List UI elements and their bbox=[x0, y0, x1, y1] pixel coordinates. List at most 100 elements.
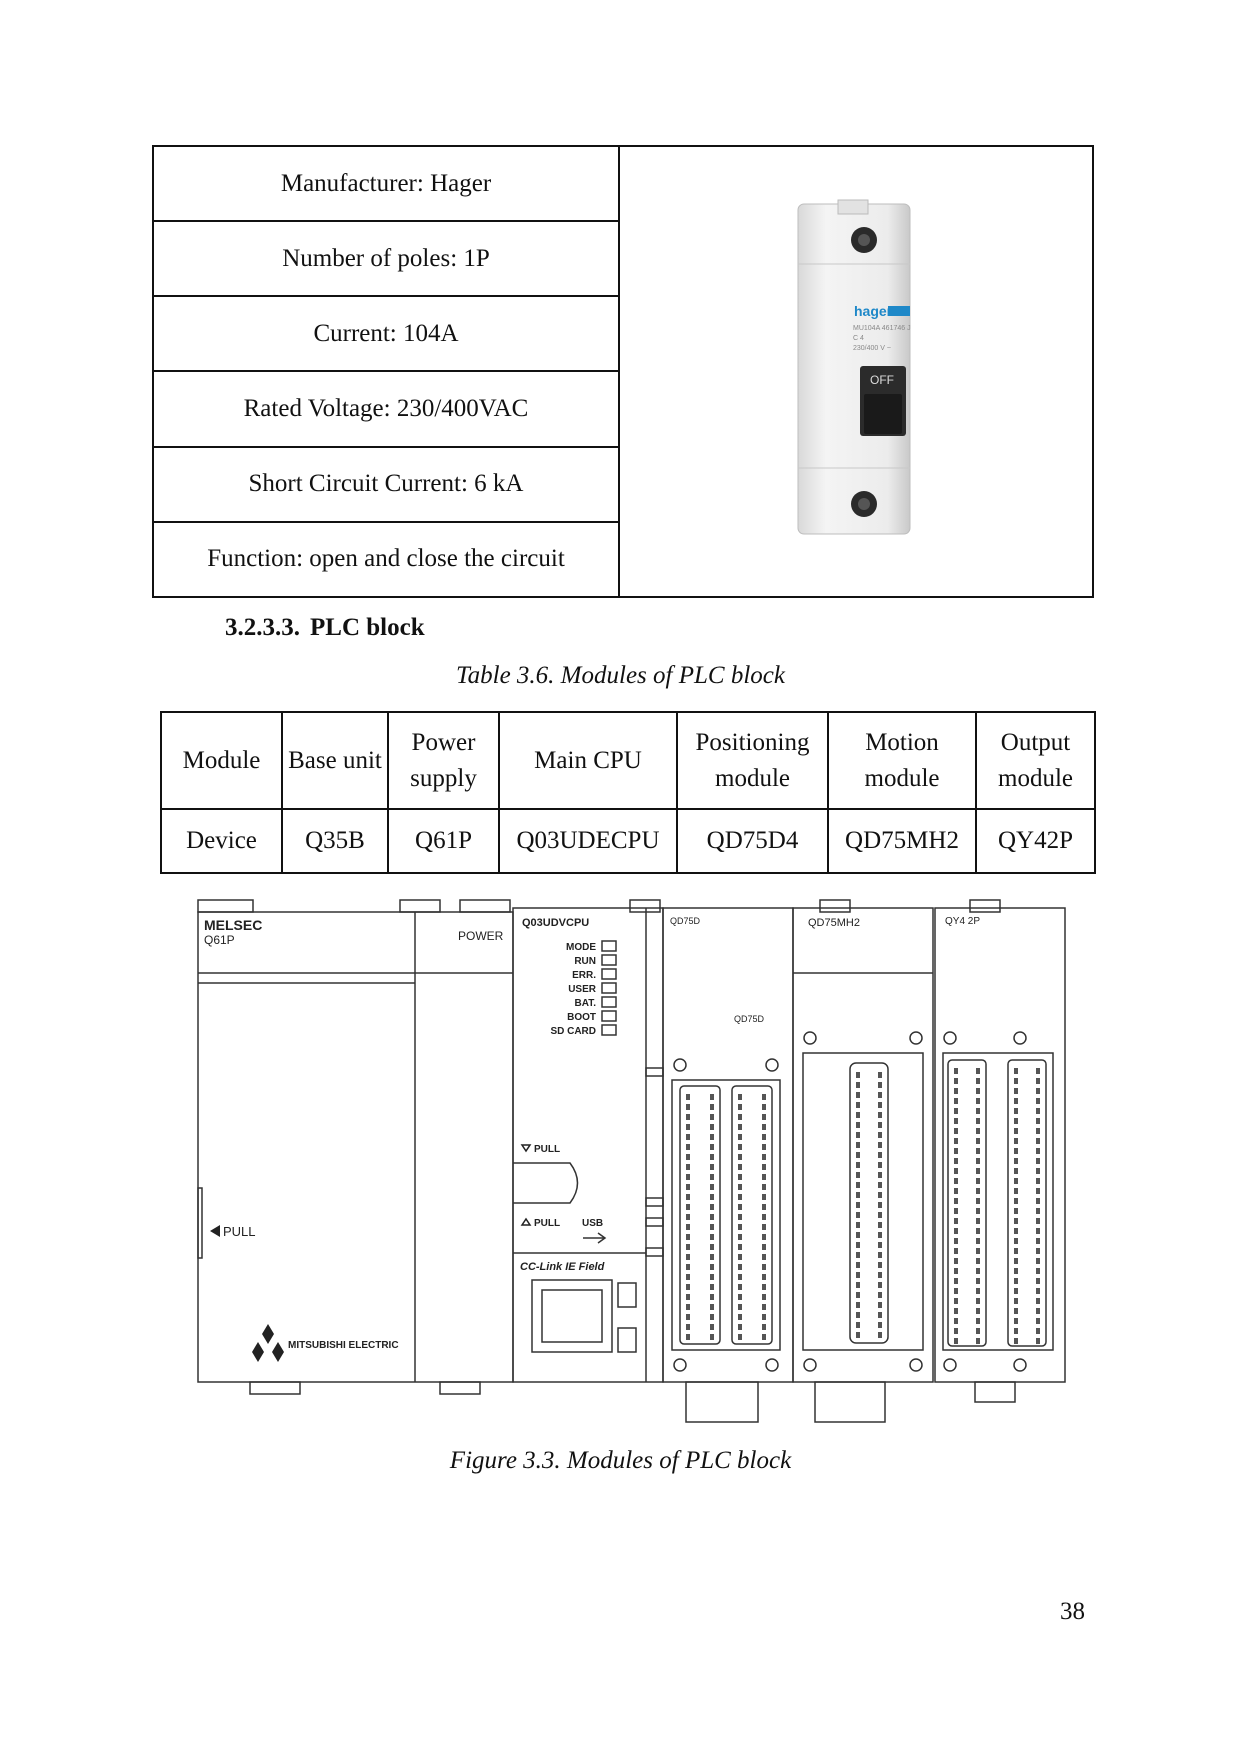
connector-pin bbox=[976, 1238, 980, 1244]
connector-pin bbox=[738, 1234, 742, 1240]
connector-pin bbox=[976, 1088, 980, 1094]
connector-pin bbox=[976, 1218, 980, 1224]
connector-pin bbox=[976, 1298, 980, 1304]
connector-pin bbox=[1036, 1238, 1040, 1244]
connector-pin bbox=[686, 1234, 690, 1240]
connector-pin bbox=[954, 1168, 958, 1174]
connector-pin bbox=[1036, 1198, 1040, 1204]
connector-pin bbox=[762, 1214, 766, 1220]
figure-caption: Figure 3.3. Modules of PLC block bbox=[449, 1447, 792, 1474]
led-user: USER bbox=[568, 984, 597, 995]
connector-pins bbox=[686, 1068, 1040, 1344]
connector-pin bbox=[686, 1284, 690, 1290]
connector-pin bbox=[762, 1304, 766, 1310]
connector-pin bbox=[710, 1254, 714, 1260]
connector-pin bbox=[1036, 1338, 1040, 1344]
connector-pin bbox=[954, 1268, 958, 1274]
connector-pin bbox=[710, 1164, 714, 1170]
connector-pin bbox=[954, 1068, 958, 1074]
spec-manufacturer: Manufacturer: Hager bbox=[152, 144, 620, 223]
connector-pin bbox=[686, 1244, 690, 1250]
connector-pin bbox=[878, 1122, 882, 1128]
connector-pin bbox=[686, 1154, 690, 1160]
cpu-pull-top: PULL bbox=[534, 1144, 560, 1155]
connector-pin bbox=[878, 1302, 882, 1308]
led-bat: BAT. bbox=[575, 998, 597, 1009]
cpu-model-label: Q03UDVCPU bbox=[522, 917, 589, 929]
connector-pin bbox=[738, 1204, 742, 1210]
connector-pin bbox=[1014, 1338, 1018, 1344]
connector-pin bbox=[1014, 1228, 1018, 1234]
header-motion-module: Motion module bbox=[827, 711, 977, 810]
connector-pin bbox=[856, 1132, 860, 1138]
psu-model-label: Q61P bbox=[204, 933, 235, 947]
connector-pin bbox=[686, 1094, 690, 1100]
connector-pin bbox=[856, 1072, 860, 1078]
psu-pull-label: PULL bbox=[223, 1224, 256, 1239]
connector-pin bbox=[878, 1282, 882, 1288]
connector-pin bbox=[762, 1154, 766, 1160]
connector-pin bbox=[1014, 1148, 1018, 1154]
connector-pin bbox=[878, 1212, 882, 1218]
connector-pin bbox=[1014, 1248, 1018, 1254]
device-power-supply: Q61P bbox=[387, 808, 500, 874]
connector-pin bbox=[976, 1278, 980, 1284]
connector-pin bbox=[710, 1244, 714, 1250]
breaker-image-cell: hager MU104A 461746 J C 4 230/400 V ~ OF… bbox=[618, 145, 1094, 598]
connector-pin bbox=[738, 1114, 742, 1120]
connector-pin bbox=[710, 1114, 714, 1120]
mitsubishi-logo-icon bbox=[252, 1324, 284, 1362]
connector-pin bbox=[686, 1264, 690, 1270]
connector-pin bbox=[686, 1164, 690, 1170]
connector-pin bbox=[738, 1244, 742, 1250]
plc-modules-figure: MELSEC Q61P POWER PULL MITSUBISHI ELECTR… bbox=[197, 899, 1066, 1423]
connector-pin bbox=[686, 1194, 690, 1200]
connector-pin bbox=[738, 1164, 742, 1170]
connector-pin bbox=[1014, 1328, 1018, 1334]
connector-pin bbox=[738, 1154, 742, 1160]
connector-pin bbox=[710, 1274, 714, 1280]
connector-pin bbox=[878, 1082, 882, 1088]
connector-pin bbox=[976, 1188, 980, 1194]
connector-pin bbox=[738, 1214, 742, 1220]
qd75d4-label: QD75D bbox=[670, 916, 701, 926]
connector-pin bbox=[738, 1144, 742, 1150]
cpu-pull-bottom: PULL bbox=[534, 1218, 560, 1229]
connector-pin bbox=[710, 1224, 714, 1230]
connector-pin bbox=[856, 1172, 860, 1178]
connector-pin bbox=[1014, 1128, 1018, 1134]
device-positioning-module: QD75D4 bbox=[676, 808, 829, 874]
connector-pin bbox=[1014, 1098, 1018, 1104]
spec-voltage: Rated Voltage: 230/400VAC bbox=[152, 370, 620, 448]
breaker-spec-table: Manufacturer: Hager bbox=[152, 144, 1094, 599]
connector-pin bbox=[1036, 1078, 1040, 1084]
connector-pin bbox=[954, 1328, 958, 1334]
connector-pin bbox=[954, 1248, 958, 1254]
connector-pin bbox=[1014, 1238, 1018, 1244]
breaker-switch-label: OFF bbox=[870, 373, 894, 387]
section-heading: 3.2.3.3.PLC block bbox=[225, 614, 425, 642]
connector-pin bbox=[976, 1148, 980, 1154]
connector-pin bbox=[1036, 1118, 1040, 1124]
connector-pin bbox=[738, 1274, 742, 1280]
connector-pin bbox=[710, 1144, 714, 1150]
connector-pin bbox=[1036, 1318, 1040, 1324]
connector-pin bbox=[976, 1158, 980, 1164]
connector-pin bbox=[976, 1208, 980, 1214]
header-output-module: Output module bbox=[975, 711, 1096, 810]
breaker-text-3: 230/400 V ~ bbox=[853, 345, 891, 352]
spec-function: Function: open and close the circuit bbox=[152, 520, 620, 599]
section-number: 3.2.3.3. bbox=[225, 614, 300, 641]
connector-pin bbox=[954, 1148, 958, 1154]
cpu-module: Q03UDVCPU MODE RUN ERR. USER BAT. BOOT S… bbox=[459, 899, 664, 1383]
connector-pin bbox=[954, 1298, 958, 1304]
connector-pin bbox=[856, 1092, 860, 1098]
connector-pin bbox=[976, 1178, 980, 1184]
connector-pin bbox=[762, 1114, 766, 1120]
connector-pin bbox=[686, 1174, 690, 1180]
connector-pin bbox=[738, 1194, 742, 1200]
connector-pin bbox=[710, 1284, 714, 1290]
connector-pin bbox=[1036, 1258, 1040, 1264]
spec-poles: Number of poles: 1P bbox=[152, 220, 620, 298]
connector-pin bbox=[878, 1272, 882, 1278]
